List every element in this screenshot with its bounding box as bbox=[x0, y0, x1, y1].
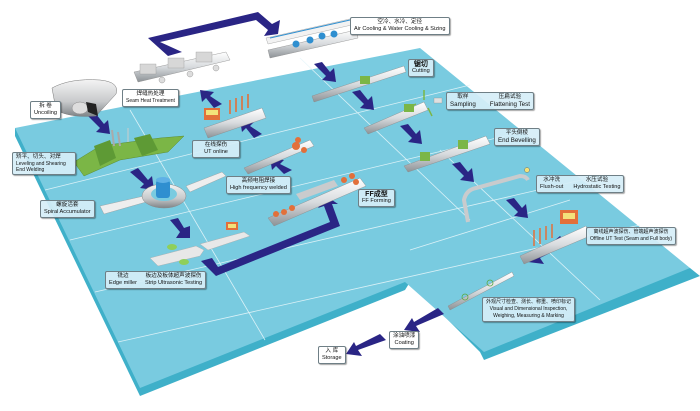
seam-heat-machine bbox=[133, 51, 231, 84]
label-offline-ut-en: Offline UT Test (Seam and Full body) bbox=[590, 236, 672, 242]
label-spiral-accumulator: 螺旋活套 Spiral Accumulator bbox=[40, 200, 95, 218]
label-flushout-en: Flush-out bbox=[540, 184, 564, 190]
label-sampling-en: Sampling bbox=[450, 101, 476, 108]
label-hf-welded: 高频电阻焊接 High frequency welded bbox=[226, 176, 291, 194]
arrow-accum-down bbox=[170, 218, 190, 238]
ut-online-machine bbox=[203, 94, 267, 139]
label-leveling: 矫平、切头、对焊 Leveling and Shearing End Weldi… bbox=[12, 152, 76, 175]
label-cooling-en: Air Cooling & Water Cooling & Sizing bbox=[354, 26, 446, 32]
floor bbox=[15, 48, 690, 388]
arrow-coating-out bbox=[346, 334, 386, 356]
label-edge-zh: 铣边 bbox=[117, 273, 129, 279]
label-end-bevelling-zh: 平头倒棱 bbox=[505, 130, 529, 136]
label-offline-ut: 离线超声波探伤、管端超声波探伤 Offline UT Test (Seam an… bbox=[586, 227, 676, 245]
label-seam-heat-zh: 焊缝热处理 bbox=[136, 91, 165, 97]
label-sampling-zh: 取样 bbox=[457, 94, 469, 100]
arrow-top-return bbox=[148, 12, 280, 56]
label-hf-welded-zh: 高频电阻焊接 bbox=[241, 178, 276, 184]
arrow-bevel-down bbox=[452, 162, 474, 182]
label-seam-heat-en: Seam Heat Treatment bbox=[126, 98, 175, 104]
label-storage: 入 库 Storage bbox=[318, 346, 346, 364]
label-coating: 涂油喷漆 Coating bbox=[389, 331, 420, 349]
label-leveling-en: Leveling and Shearing End Welding bbox=[16, 161, 66, 173]
arrow-visual-out bbox=[404, 308, 444, 332]
label-uncoiling-zh: 拆 卷 bbox=[39, 103, 52, 109]
label-ff-forming: FF成型 FF Forming bbox=[358, 189, 395, 207]
edge-miller-machine bbox=[149, 222, 251, 267]
label-edge-en: Edge miller bbox=[109, 280, 137, 286]
label-strip-en: Strip Ultrasonic Testing bbox=[144, 280, 203, 286]
label-cooling-zh: 空冷、水冷、定径 bbox=[377, 19, 423, 25]
label-ut-online-zh: 在线探伤 bbox=[204, 142, 228, 148]
label-visual-en1: Visual and Dimensional Inspection, bbox=[489, 306, 568, 312]
label-leveling-zh: 矫平、切头、对焊 bbox=[16, 154, 61, 160]
spiral-accumulator-machine bbox=[99, 171, 227, 215]
arrow-uncoil-down bbox=[88, 114, 110, 134]
label-coating-zh: 涂油喷漆 bbox=[393, 333, 416, 339]
label-flattening-en: Flattening Test bbox=[489, 101, 530, 108]
label-coating-en: Coating bbox=[394, 340, 414, 346]
label-flattening-zh: 压扁试验 bbox=[498, 94, 522, 100]
label-cutting-zh: 锯切 bbox=[413, 61, 428, 68]
label-end-bevelling-en: End Bevelling bbox=[498, 137, 536, 144]
label-ut-online-en: UT online bbox=[204, 149, 228, 155]
label-ff-forming-zh: FF成型 bbox=[365, 191, 388, 198]
label-spiral-accumulator-en: Spiral Accumulator bbox=[44, 209, 91, 215]
label-hydro-en: Hydrostatic Testing bbox=[573, 184, 621, 190]
label-ff-forming-en: FF Forming bbox=[362, 198, 391, 204]
label-cooling: 空冷、水冷、定径 Air Cooling & Water Cooling & S… bbox=[350, 17, 450, 35]
visual-inspection-machine bbox=[447, 271, 515, 311]
label-spiral-accumulator-zh: 螺旋活套 bbox=[56, 202, 79, 208]
arrow-seam-up bbox=[200, 90, 222, 108]
label-hf-welded-en: High frequency welded bbox=[230, 185, 287, 191]
arrow-bottom-u bbox=[201, 196, 340, 276]
hydrostatic-machine bbox=[461, 167, 530, 223]
label-offline-ut-zh: 离线超声波探伤、管端超声波探伤 bbox=[593, 229, 669, 235]
label-cutting-en: Cutting bbox=[412, 68, 430, 74]
arrow-level-down bbox=[130, 168, 154, 190]
cutting-machine bbox=[311, 65, 407, 103]
label-hydro-zh: 水压试验 bbox=[585, 177, 609, 183]
bevelling-machine bbox=[403, 135, 491, 173]
label-ut-online: 在线探伤 UT online bbox=[192, 140, 240, 158]
label-visual-zh: 外观尺寸检查、测长、称重、喷印标记 bbox=[486, 299, 572, 305]
arrow-cool-down bbox=[314, 62, 336, 82]
arrow-sample-down bbox=[400, 124, 422, 144]
label-flushout-zh: 水冲洗 bbox=[543, 177, 561, 183]
arrow-hydro-down bbox=[506, 198, 528, 218]
label-visual: 外观尺寸检查、测长、称重、喷印标记 Visual and Dimensional… bbox=[482, 297, 576, 322]
label-storage-en: Storage bbox=[322, 355, 342, 361]
label-cutting: 锯切 Cutting bbox=[408, 59, 434, 77]
label-strip-zh: 板边及板体超声波探伤 bbox=[145, 273, 202, 279]
cooling-machine bbox=[265, 17, 359, 59]
leveling-machine bbox=[73, 128, 185, 177]
label-end-bevelling: 平头倒棱 End Bevelling bbox=[494, 128, 540, 146]
arrow-cut-down bbox=[352, 90, 374, 110]
label-seam-heat: 焊缝热处理 Seam Heat Treatment bbox=[122, 89, 179, 107]
sampling-machine bbox=[363, 90, 443, 135]
forming-line bbox=[243, 137, 367, 227]
label-uncoiling-en: Uncoiling bbox=[34, 110, 58, 116]
label-storage-zh: 入 库 bbox=[325, 348, 339, 354]
uncoiler-machine bbox=[51, 79, 117, 117]
label-uncoiling: 拆 卷 Uncoiling bbox=[30, 101, 62, 119]
label-visual-en2: Weighing, Measuring & Marking bbox=[493, 313, 564, 319]
